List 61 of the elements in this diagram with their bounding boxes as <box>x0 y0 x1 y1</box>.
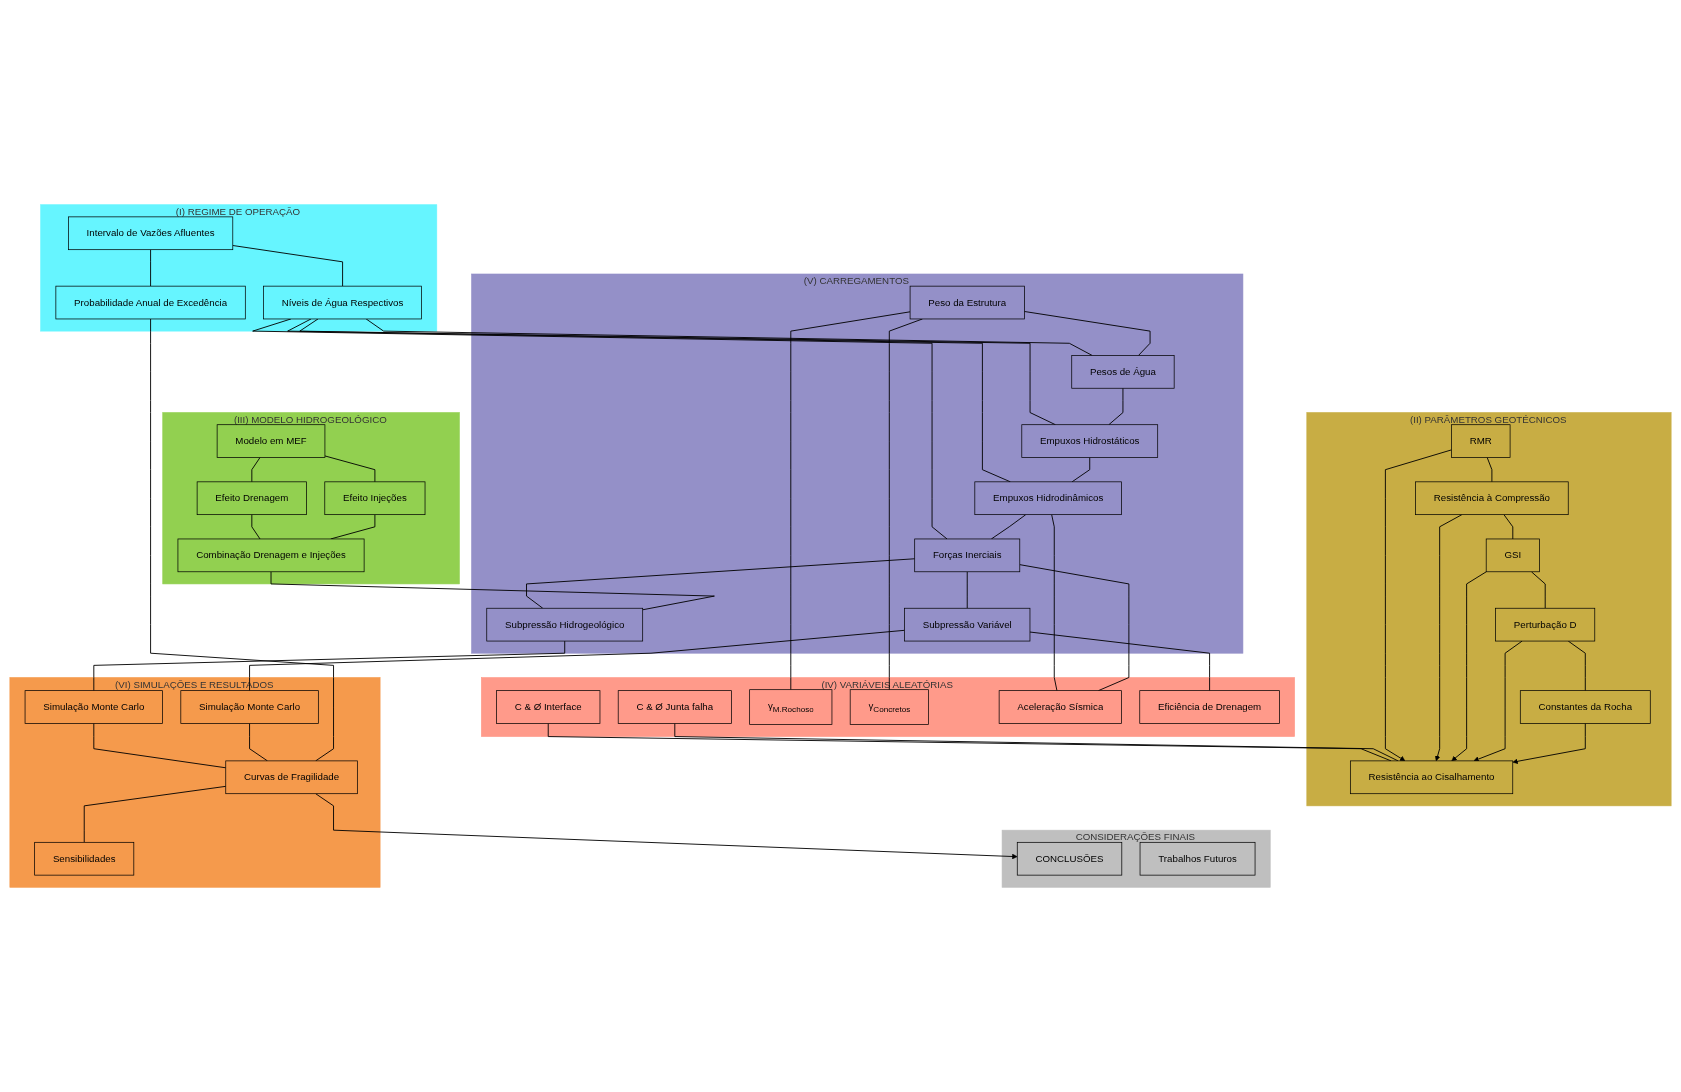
connector <box>966 571 968 609</box>
connector <box>299 318 1056 426</box>
node-box: γ$_{Concretos}$ <box>849 689 929 725</box>
connector <box>150 318 334 762</box>
node-box: C & Ø Interface <box>496 690 601 724</box>
node-box: Eficiência de Drenagem <box>1139 690 1280 724</box>
node-box: Trabalhos Futuros <box>1139 841 1256 876</box>
connector <box>150 249 152 287</box>
connector <box>1530 571 1546 609</box>
connector <box>270 571 715 611</box>
connector <box>1567 640 1586 692</box>
node-box: Aceleração Sísmica <box>998 690 1122 724</box>
node-box: Efeito Injeções <box>324 481 426 515</box>
node-box: Pesos de Água <box>1071 355 1175 389</box>
node-box: Resistência ao Cisalhamento <box>1350 760 1514 795</box>
connector <box>251 514 261 540</box>
node-box: Níveis de Água Respectivos <box>263 285 422 320</box>
node-box: Resistência à Compressão <box>1415 481 1569 515</box>
node-box: Perturbação D <box>1495 607 1596 642</box>
connector <box>526 558 916 609</box>
connector <box>232 245 344 287</box>
node-box: CONCLUSÕES <box>1016 841 1123 876</box>
node-box: Intervalo de Vazões Afluentes <box>68 216 234 251</box>
node-box: Combinação Drenagem e Injeções <box>177 538 365 573</box>
connector <box>1486 457 1493 483</box>
connector <box>1503 514 1514 540</box>
connector <box>1029 631 1211 692</box>
connector <box>1071 457 1091 483</box>
node-box: C & Ø Junta falha <box>617 690 732 724</box>
node-box: Subpressão Variável <box>904 607 1031 642</box>
connector <box>251 457 261 483</box>
node-box: Simulação Monte Carlo <box>24 690 163 724</box>
node-box: Empuxos Hidrodinâmicos <box>974 481 1122 515</box>
node-box: RMR <box>1451 424 1511 458</box>
node-box: Curvas de Fragilidade <box>225 760 358 795</box>
node-box: Simulação Monte Carlo <box>180 690 319 724</box>
connector <box>888 318 923 691</box>
connector <box>1051 514 1058 692</box>
node-box: Peso da Estrutura <box>909 285 1025 320</box>
connector <box>324 455 376 483</box>
node-box: Constantes da Rocha <box>1519 690 1651 724</box>
node-box: Empuxos Hidrostáticos <box>1021 424 1159 458</box>
connector <box>249 723 268 762</box>
connector <box>1023 311 1151 356</box>
connector <box>93 640 566 692</box>
connector <box>249 629 905 692</box>
node-box: Sensibilidades <box>34 841 135 876</box>
node-box: Forças Inerciais <box>914 538 1021 573</box>
node-box: Efeito Drenagem <box>196 481 307 515</box>
connector <box>790 311 911 691</box>
node-box: Modelo em MEF <box>216 424 326 458</box>
node-box: GSI <box>1485 538 1540 573</box>
connector <box>1108 387 1124 426</box>
node-box: Subpressão Hidrogeológico <box>486 607 644 642</box>
connector <box>252 318 948 540</box>
connector <box>1019 564 1130 692</box>
node-box: γ$_{M.Rochoso}$ <box>749 689 833 725</box>
connector <box>83 785 227 843</box>
node-box: Probabilidade Anual de Excedência <box>55 285 246 320</box>
connector <box>93 723 227 769</box>
connector <box>365 318 1093 356</box>
